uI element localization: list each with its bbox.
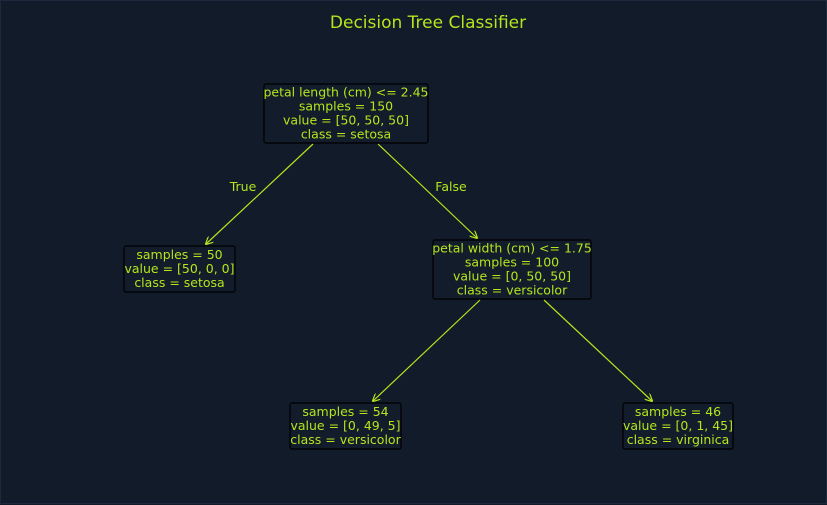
edge-right-to-right-right: [543, 299, 652, 401]
node-line: samples = 46: [635, 404, 721, 419]
diagram-title: Decision Tree Classifier: [330, 13, 526, 33]
node-line: class = virginica: [627, 432, 730, 447]
node-box: [263, 83, 429, 144]
node-box: [622, 402, 734, 450]
node-line: samples = 50: [136, 247, 222, 262]
edges-layer: True False: [206, 143, 652, 401]
node-line: class = setosa: [134, 275, 224, 290]
edge-right-to-right-left: [373, 299, 481, 401]
node-line: samples = 54: [302, 404, 388, 419]
edge-label-false: False: [435, 179, 467, 194]
node-line: value = [0, 1, 45]: [623, 418, 733, 433]
node-box: [432, 239, 592, 300]
node-line: class = versicolor: [457, 283, 568, 298]
edge-label-true: True: [229, 179, 257, 194]
node-line: samples = 100: [465, 255, 559, 270]
node-box: [289, 402, 402, 450]
node-line: samples = 150: [299, 99, 393, 114]
node-line: class = versicolor: [290, 432, 401, 447]
node-line: value = [50, 0, 0]: [124, 261, 234, 276]
node-line: value = [50, 50, 50]: [283, 113, 409, 128]
node-line: value = [0, 49, 5]: [290, 418, 400, 433]
node-line: petal length (cm) <= 2.45: [264, 85, 429, 100]
node-line: class = setosa: [301, 127, 391, 142]
node-line: petal width (cm) <= 1.75: [432, 241, 592, 256]
edge-root-to-right: [377, 143, 477, 238]
node-box: [123, 245, 236, 293]
node-line: value = [0, 50, 50]: [453, 269, 571, 284]
edge-root-to-left: [206, 143, 314, 244]
